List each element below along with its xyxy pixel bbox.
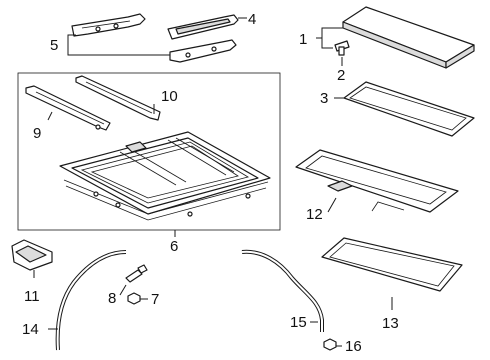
glass-panel <box>342 6 475 69</box>
sunshade <box>295 149 459 213</box>
callout-9: 9 <box>33 125 41 142</box>
leader-5 <box>67 34 170 56</box>
deflector-piece-4 <box>167 14 239 40</box>
gasket-13 <box>321 237 463 292</box>
connector-11 <box>11 239 53 271</box>
assembly-frame-box <box>17 72 281 231</box>
callout-1: 1 <box>299 31 307 48</box>
callout-2: 2 <box>337 67 345 84</box>
callout-6: 6 <box>170 238 178 255</box>
leader-8 <box>119 284 127 296</box>
leader-1 <box>316 27 343 49</box>
callout-5: 5 <box>50 37 58 54</box>
sunroof-frame <box>59 131 271 221</box>
callout-13: 13 <box>382 315 399 332</box>
glass-seal <box>343 81 475 137</box>
callout-10: 10 <box>161 88 178 105</box>
callout-15: 15 <box>290 314 307 331</box>
callout-3: 3 <box>320 90 328 107</box>
drain-hose-14 <box>55 250 127 351</box>
rail-front-upper <box>71 13 146 37</box>
leader-9 <box>47 111 53 121</box>
screw-8 <box>125 264 148 283</box>
callout-12: 12 <box>306 206 323 223</box>
part-10-bar <box>75 75 161 121</box>
drain-hose-15 <box>241 249 324 332</box>
callout-4: 4 <box>248 11 256 28</box>
part-9-bar <box>25 85 111 131</box>
leader-12 <box>327 197 337 213</box>
callout-14: 14 <box>22 321 39 338</box>
clip-16 <box>323 338 337 351</box>
bolt-2 <box>334 40 350 56</box>
callout-8: 8 <box>108 290 116 307</box>
nut-7 <box>127 292 141 305</box>
callout-16: 16 <box>345 338 362 355</box>
rail-front-lower <box>169 39 237 63</box>
callout-11: 11 <box>24 288 40 305</box>
callout-7: 7 <box>151 291 159 308</box>
